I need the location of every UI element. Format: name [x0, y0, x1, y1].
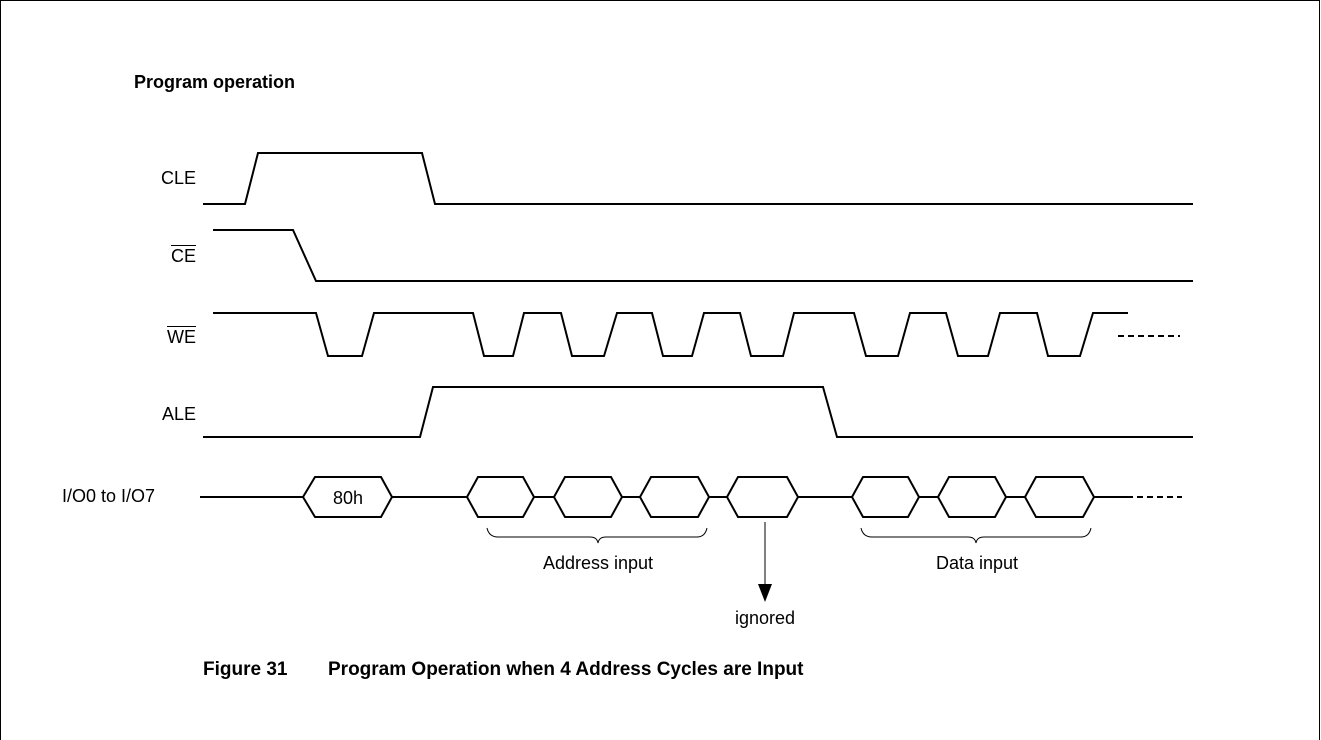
- data-input-label: Data input: [935, 553, 1019, 573]
- signal-label-we: WE: [46, 327, 196, 347]
- io-cycle-data-2: [936, 476, 1008, 518]
- cle-waveform: [203, 152, 1193, 205]
- io-cycle-address-1: [465, 476, 536, 518]
- we-waveform: [213, 312, 1128, 357]
- ignored-label: ignored: [734, 608, 796, 628]
- io-cycle-address-4: [725, 476, 800, 518]
- io-cycle-data-1: [850, 476, 921, 518]
- io-cycle-address-3: [638, 476, 711, 518]
- signal-label-we-text: WE: [167, 327, 196, 347]
- signal-label-io: I/O0 to I/O7: [62, 486, 156, 506]
- address-brace: [486, 527, 708, 544]
- io-cycle-command: [301, 476, 394, 518]
- signal-label-ce-text: CE: [170, 246, 196, 266]
- signal-label-ce: CE: [46, 246, 196, 266]
- section-title: Program operation: [134, 72, 296, 92]
- ignored-arrow-head: [758, 584, 772, 602]
- signal-label-ale: ALE: [161, 404, 196, 424]
- io-command-value: 80h: [332, 488, 364, 508]
- signal-label-cle: CLE: [160, 168, 196, 188]
- figure-number: Figure 31: [203, 659, 288, 680]
- io-cycle-data-3: [1023, 476, 1096, 518]
- figure-title: Program Operation when 4 Address Cycles …: [328, 659, 804, 680]
- ale-waveform: [203, 386, 1193, 438]
- ce-waveform: [213, 229, 1193, 282]
- data-brace: [860, 527, 1092, 544]
- io-cycle-address-2: [552, 476, 624, 518]
- address-input-label: Address input: [542, 553, 654, 573]
